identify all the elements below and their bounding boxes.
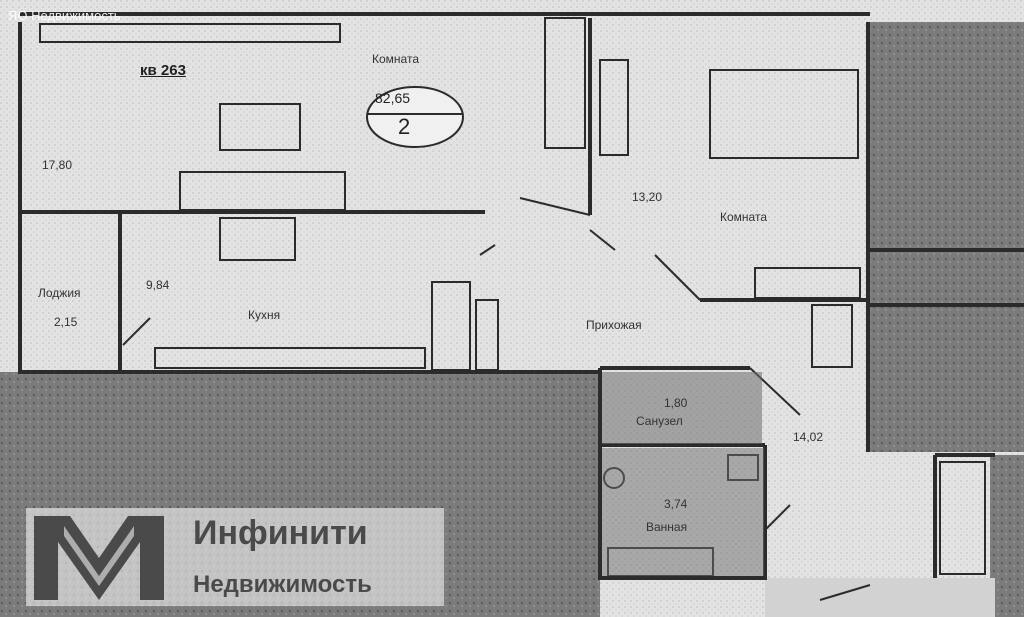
wardrobe-left bbox=[544, 17, 586, 149]
room-bedroom-area: 13,20 bbox=[632, 190, 663, 204]
room-living-area: 17,80 bbox=[42, 158, 73, 172]
rooms-count-label: 2 bbox=[398, 114, 411, 139]
bottom-strip bbox=[765, 578, 995, 617]
walls bbox=[18, 12, 1024, 580]
bathroom-area: 3,74 bbox=[664, 497, 688, 511]
wc-fill bbox=[602, 372, 762, 444]
wc-name: Санузел bbox=[636, 414, 683, 428]
wardrobe-right bbox=[599, 59, 629, 156]
kitchen-area: 9,84 bbox=[146, 278, 170, 292]
bathroom-name: Ванная bbox=[646, 520, 688, 534]
neighbor-area-right bbox=[868, 22, 1024, 452]
brand-name: Инфинити bbox=[193, 514, 368, 552]
wardrobe-hall-2 bbox=[811, 304, 853, 368]
total-area-label: 82,65 bbox=[375, 90, 411, 106]
hallway-name: Прихожая bbox=[586, 318, 642, 332]
kitchen-name: Кухня bbox=[248, 308, 281, 322]
coffee-table bbox=[219, 103, 301, 151]
kitchen-counter bbox=[154, 347, 426, 369]
brand-subtitle: Недвижимость bbox=[193, 571, 372, 598]
area-badge bbox=[366, 86, 464, 148]
shelf bbox=[431, 281, 471, 371]
loggia-name: Лоджия bbox=[38, 286, 81, 300]
bath-fill bbox=[602, 448, 764, 576]
shelf-2 bbox=[475, 299, 499, 371]
closet-bottom-right bbox=[939, 461, 986, 575]
wardrobe-hall bbox=[754, 267, 861, 299]
loggia-area: 2,15 bbox=[54, 315, 78, 329]
room-bedroom-name: Комната bbox=[720, 210, 767, 224]
tv-unit bbox=[39, 23, 341, 43]
sofa bbox=[179, 171, 346, 211]
dining-table bbox=[219, 217, 296, 261]
room-living-name: Комната bbox=[372, 52, 419, 66]
neighbor-area-bottom-right bbox=[990, 455, 1024, 617]
door-lines bbox=[122, 197, 871, 601]
source-watermark: ЯО Недвижимость bbox=[8, 8, 121, 23]
brand-logo-icon bbox=[34, 516, 164, 600]
hallway-area: 14,02 bbox=[793, 430, 824, 444]
bed bbox=[709, 69, 859, 159]
apartment-number: кв 263 bbox=[140, 62, 186, 79]
wc-area: 1,80 bbox=[664, 396, 688, 410]
